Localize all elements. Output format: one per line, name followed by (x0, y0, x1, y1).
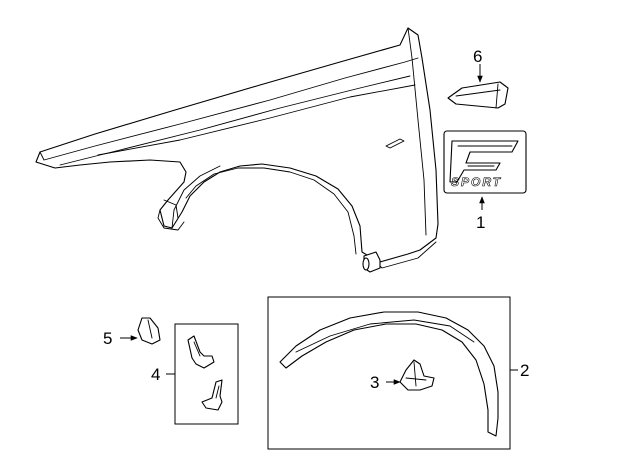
callout-2: 2 (520, 361, 529, 380)
callout-1: 1 (476, 213, 485, 232)
callout-5: 5 (103, 329, 112, 348)
trim-cap-part (447, 81, 509, 109)
fastener-upper (187, 335, 215, 369)
callout-6: 6 (473, 47, 482, 66)
callout-4: 4 (151, 365, 160, 384)
callout-3: 3 (370, 373, 379, 392)
wheel-arch-molding (279, 311, 499, 437)
emblem-text: SPORT (451, 175, 502, 189)
fastener-lower (201, 379, 223, 411)
fastener-kit-box (174, 323, 239, 425)
f-sport-emblem: SPORT (443, 130, 527, 194)
retainer-clip-part (399, 359, 435, 391)
molding-kit-box (267, 296, 511, 450)
fender-panel (35, 27, 439, 273)
clip-part (137, 317, 161, 345)
